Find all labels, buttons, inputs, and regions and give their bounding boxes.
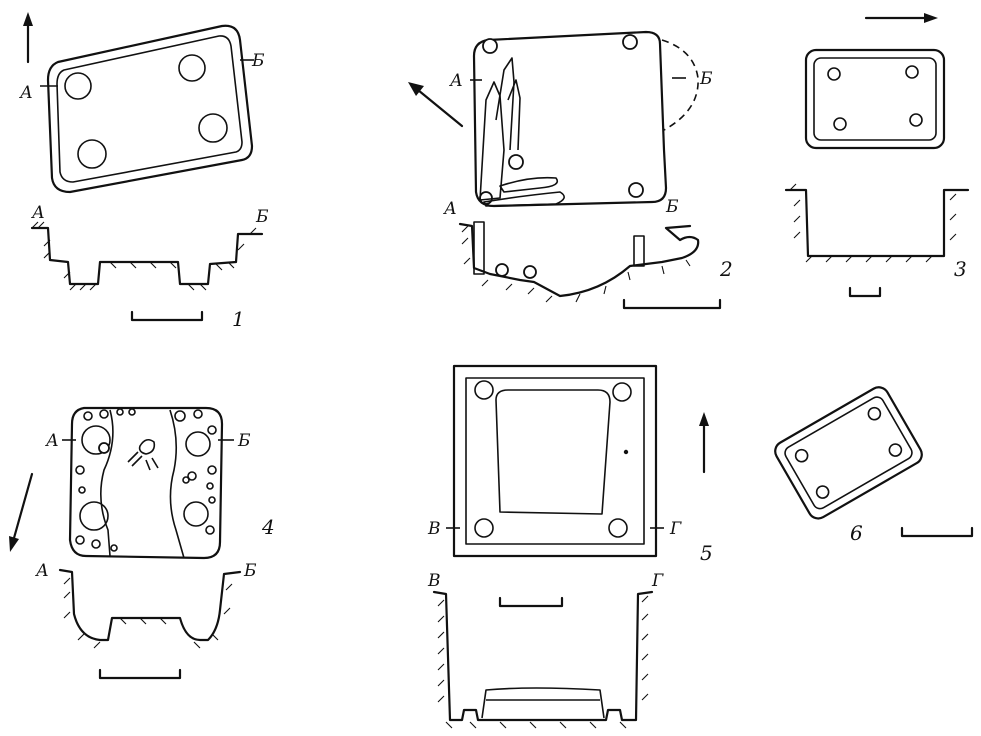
section-label-a-2: А xyxy=(443,199,457,219)
figure-2: А Б А Б 2 xyxy=(408,30,733,310)
section-label-b-plan-2: Б xyxy=(699,69,713,89)
figure-5: В Г В Г 5 xyxy=(427,364,713,729)
figure-number-6: 6 xyxy=(850,521,863,545)
section-label-b-4: Б xyxy=(243,561,257,581)
figure-1: А Б А Б 1 xyxy=(19,12,269,331)
figure-6: 6 xyxy=(774,386,974,545)
section-label-b-plan-4: Б xyxy=(237,431,251,451)
north-arrow-4 xyxy=(9,472,34,552)
scale-bar-1 xyxy=(130,310,204,322)
scale-bar-5 xyxy=(498,596,564,608)
plan-3 xyxy=(804,48,946,150)
scale-bar-2 xyxy=(622,298,722,310)
figure-number-4: 4 xyxy=(261,515,275,539)
north-arrow-5 xyxy=(699,412,709,474)
plan-6 xyxy=(774,386,923,520)
scale-bar-3 xyxy=(848,286,882,298)
section-label-b-1: Б xyxy=(255,207,269,227)
figure-4: А Б А Б 4 xyxy=(9,406,275,680)
figure-number-2: 2 xyxy=(719,257,733,281)
section-label-g-5: Г xyxy=(651,571,664,591)
north-arrow-3 xyxy=(864,13,938,23)
section-4 xyxy=(58,568,242,649)
plan-4 xyxy=(62,406,234,560)
section-label-a-1: А xyxy=(31,203,45,223)
section-label-a-plan-2: А xyxy=(449,71,463,91)
section-label-b-2: Б xyxy=(665,197,679,217)
section-1 xyxy=(30,221,264,291)
section-label-a-plan-1: А xyxy=(19,83,33,103)
section-label-v-5: В xyxy=(427,571,441,591)
figure-number-5: 5 xyxy=(700,541,713,565)
plan-5 xyxy=(446,364,664,558)
section-3 xyxy=(784,183,970,263)
section-2 xyxy=(458,221,700,303)
scale-bar-6 xyxy=(900,526,974,538)
north-arrow-2 xyxy=(408,82,464,128)
figure-number-1: 1 xyxy=(232,307,245,331)
scale-bar-4 xyxy=(98,668,182,680)
figure-number-3: 3 xyxy=(954,257,967,281)
plan-2 xyxy=(470,30,699,208)
section-label-b-plan-1: Б xyxy=(251,51,265,71)
north-arrow-1 xyxy=(23,12,33,64)
section-label-a-plan-4: А xyxy=(45,431,59,451)
section-5 xyxy=(432,590,654,729)
section-label-v-plan-5: В xyxy=(427,519,441,539)
section-label-a-4: А xyxy=(35,561,49,581)
figure-3: 3 xyxy=(784,13,970,298)
section-label-g-plan-5: Г xyxy=(669,519,682,539)
plan-1 xyxy=(40,24,254,194)
